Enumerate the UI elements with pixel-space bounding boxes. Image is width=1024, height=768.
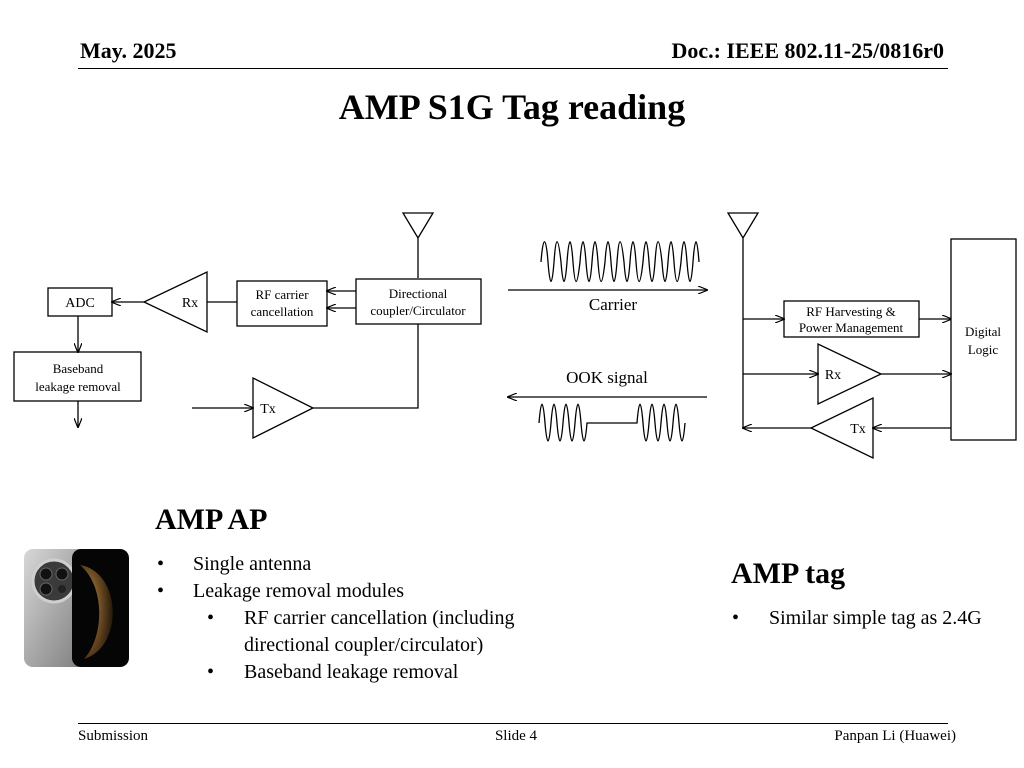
rf-cancel-label-1: RF carrier — [255, 287, 309, 302]
footer-slide-number: Slide 4 — [494, 728, 538, 744]
ap-heading: AMP AP — [155, 503, 268, 536]
rf-harvest-label-2: Power Management — [799, 320, 904, 335]
header-divider — [78, 68, 948, 69]
digital-logic-box — [950, 238, 1017, 441]
baseband-label-2: leakage removal — [35, 379, 121, 394]
ap-bullet-dot-2: • — [157, 580, 165, 602]
ap-bullet-1: Single antenna — [193, 553, 312, 575]
phone-image — [24, 549, 129, 667]
ap-sub-bullet-2: Baseband leakage removal — [244, 661, 459, 683]
header-doc-number: Doc.: IEEE 802.11-25/0816r0 — [671, 38, 944, 63]
ook-label: OOK signal — [566, 368, 648, 387]
tag-bullet-1: Similar simple tag as 2.4G — [769, 607, 982, 629]
ook-waveform — [538, 403, 686, 442]
tag-rx-label: Rx — [825, 368, 841, 383]
ap-tx-label: Tx — [260, 402, 276, 417]
adc-label: ADC — [65, 296, 95, 311]
footer-divider — [78, 723, 948, 724]
footer-author: Panpan Li (Huawei) — [834, 728, 956, 744]
coupler-label-1: Directional — [389, 286, 448, 301]
rf-cancel-box — [236, 280, 328, 327]
adc-box — [47, 287, 113, 317]
rf-harvest-box — [783, 300, 920, 338]
ap-sub-bullet-dot-2: • — [207, 661, 215, 683]
ap-rx-label: Rx — [182, 296, 198, 311]
baseband-box — [13, 351, 142, 402]
rf-harvest-label-1: RF Harvesting & — [806, 304, 896, 319]
footer-submission: Submission — [78, 728, 149, 744]
carrier-label: Carrier — [589, 295, 637, 314]
header-date: May. 2025 — [80, 38, 177, 63]
ap-bullet-2: Leakage removal modules — [193, 580, 405, 602]
slide-title: AMP S1G Tag reading — [338, 87, 686, 127]
baseband-label-1: Baseband — [53, 361, 104, 376]
carrier-waveform — [540, 241, 700, 283]
ap-bullet-dot-1: • — [157, 553, 165, 575]
ap-sub-bullet-1: RF carrier cancellation (including — [244, 607, 515, 629]
ap-antenna-icon — [401, 212, 435, 278]
ap-sub-bullet-dot-1: • — [207, 607, 215, 629]
rf-cancel-label-2: cancellation — [251, 304, 314, 319]
digital-logic-label-2: Logic — [968, 342, 999, 357]
digital-logic-label-1: Digital — [965, 324, 1001, 339]
tag-bullet-dot-1: • — [732, 607, 740, 629]
ap-sub-bullet-1-cont: directional coupler/circulator) — [244, 634, 484, 656]
tag-heading: AMP tag — [731, 557, 846, 590]
coupler-label-2: coupler/Circulator — [370, 303, 466, 318]
tag-antenna-icon — [726, 212, 760, 428]
tag-tx-label: Tx — [850, 422, 866, 437]
